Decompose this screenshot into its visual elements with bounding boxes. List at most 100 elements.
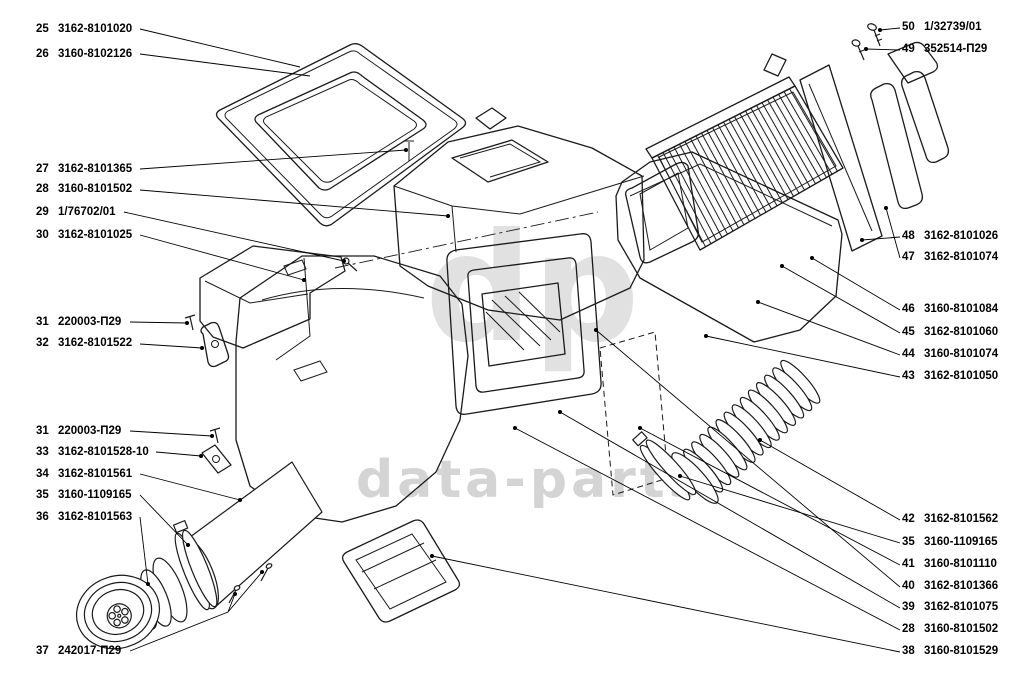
callout-part-number: 3160-8101084 bbox=[924, 303, 999, 315]
watermark-text: data-parts bbox=[356, 450, 704, 510]
callout-number: 33 bbox=[36, 446, 49, 458]
watermark: dp data-parts bbox=[356, 202, 704, 510]
callout-part-number: 3162-8101365 bbox=[58, 163, 133, 175]
callout-part-number: 3160-1109165 bbox=[924, 536, 998, 548]
callout-row: 25 3162-8101020 bbox=[36, 23, 132, 35]
callout-row: 34 3162-8101561 bbox=[36, 468, 132, 480]
callout-number: 45 bbox=[902, 326, 915, 338]
callout-part-number: 3160-8101529 bbox=[924, 645, 999, 657]
callout-number: 34 bbox=[36, 468, 49, 480]
callout-number: 36 bbox=[36, 511, 49, 523]
callout-number: 25 bbox=[36, 23, 49, 35]
callout-row: 43 3162-8101050 bbox=[902, 370, 998, 382]
callout-part-number: 3162-8101060 bbox=[924, 326, 999, 338]
screw-50 bbox=[867, 23, 883, 47]
callout-part-number: 1/76702/01 bbox=[58, 206, 116, 218]
callout-row: 50 1/32739/01 bbox=[902, 21, 982, 33]
callout-row: 29 1/76702/01 bbox=[36, 206, 116, 218]
callout-part-number: 3162-8101020 bbox=[58, 23, 133, 35]
callout-number: 44 bbox=[902, 348, 915, 360]
callout-row: 28 3160-8101502 bbox=[36, 183, 132, 195]
leader-lines bbox=[123, 27, 901, 653]
callout-part-number: 3162-8101366 bbox=[924, 580, 999, 592]
callout-part-number: 3160-8102126 bbox=[58, 48, 133, 60]
callout-row: 30 3162-8101025 bbox=[36, 229, 132, 241]
detail-lines bbox=[204, 50, 873, 610]
callout-number: 41 bbox=[902, 558, 915, 570]
callout-part-number: 3162-8101528-10 bbox=[58, 446, 149, 458]
callout-part-number: 3162-8101025 bbox=[58, 229, 133, 241]
callout-number: 48 bbox=[902, 230, 915, 242]
callout-number: 42 bbox=[902, 513, 915, 525]
callout-number: 37 bbox=[36, 645, 49, 657]
callout-number: 26 bbox=[36, 48, 49, 60]
callout-row: 28 3160-8101502 bbox=[902, 623, 998, 635]
callout-number: 40 bbox=[902, 580, 915, 592]
callout-row: 33 3162-8101528-10 bbox=[36, 446, 149, 458]
callout-part-number: 242017-П29 bbox=[58, 645, 122, 657]
callout-part-number: 3162-8101522 bbox=[58, 337, 133, 349]
callout-number: 35 bbox=[36, 489, 49, 501]
callout-number: 46 bbox=[902, 303, 915, 315]
callout-number: 35 bbox=[902, 536, 915, 548]
callout-part-number: 3160-8101074 bbox=[924, 348, 999, 360]
callout-part-number: 1/32739/01 bbox=[924, 21, 982, 33]
callout-number: 43 bbox=[902, 370, 915, 382]
callout-part-number: 3162-8101561 bbox=[58, 468, 133, 480]
callout-number: 31 bbox=[36, 425, 49, 437]
callout-row: 35 3160-1109165 bbox=[902, 536, 998, 548]
callout-row: 42 3162-8101562 bbox=[902, 513, 998, 525]
bolt-31-lower bbox=[209, 427, 221, 444]
callout-number: 49 bbox=[902, 43, 915, 55]
radiator-fins bbox=[657, 88, 838, 248]
callout-part-number: 3162-8101074 bbox=[924, 251, 999, 263]
callout-number: 28 bbox=[36, 183, 49, 195]
callout-number: 47 bbox=[902, 251, 915, 263]
foreground-parts bbox=[75, 23, 883, 650]
intake-end-cap bbox=[75, 574, 161, 650]
callout-row: 48 3162-8101026 bbox=[902, 230, 998, 242]
callout-row: 35 3160-1109165 bbox=[36, 489, 132, 501]
callout-number: 29 bbox=[36, 206, 49, 218]
callout-number: 50 bbox=[902, 21, 915, 33]
callout-row: 40 3162-8101366 bbox=[902, 580, 998, 592]
callout-row: 31 220003-П29 bbox=[36, 316, 121, 328]
callout-part-number: 3162-8101050 bbox=[924, 370, 999, 382]
pin-27 bbox=[404, 140, 414, 161]
corrugated-hose bbox=[671, 359, 821, 504]
callout-part-number: 220003-П29 bbox=[58, 316, 122, 328]
callout-number: 30 bbox=[36, 229, 49, 241]
callout-row: 38 3160-8101529 bbox=[902, 645, 998, 657]
callout-part-number: 3160-8101502 bbox=[58, 183, 133, 195]
callout-row: 37 242017-П29 bbox=[36, 645, 121, 657]
callout-row: 27 3162-8101365 bbox=[36, 163, 132, 175]
callout-number: 38 bbox=[902, 645, 915, 657]
callout-row: 49 352514-П29 bbox=[902, 43, 987, 55]
watermark-logo: dp bbox=[425, 202, 640, 376]
callout-part-number: 3162-8101075 bbox=[924, 601, 999, 613]
callout-number: 32 bbox=[36, 337, 49, 349]
callout-part-number: 3160-1109165 bbox=[58, 489, 132, 501]
callout-number: 31 bbox=[36, 316, 49, 328]
callout-part-number: 3160-8101502 bbox=[924, 623, 999, 635]
callout-row: 39 3162-8101075 bbox=[902, 601, 998, 613]
callout-row: 32 3162-8101522 bbox=[36, 337, 132, 349]
callout-number: 28 bbox=[902, 623, 915, 635]
callout-part-number: 3162-8101026 bbox=[924, 230, 999, 242]
callout-number: 39 bbox=[902, 601, 915, 613]
callout-row: 26 3160-8102126 bbox=[36, 48, 132, 60]
callout-part-number: 3162-8101562 bbox=[924, 513, 999, 525]
callout-part-number: 352514-П29 bbox=[924, 43, 988, 55]
callout-number: 27 bbox=[36, 163, 49, 175]
callout-part-number: 3162-8101563 bbox=[58, 511, 133, 523]
callout-row: 45 3162-8101060 bbox=[902, 326, 998, 338]
callout-part-number: 220003-П29 bbox=[58, 425, 122, 437]
center-axis-line bbox=[334, 211, 599, 269]
screw-37-b bbox=[260, 563, 273, 582]
screw-49 bbox=[851, 39, 865, 61]
hose-ribs bbox=[671, 359, 821, 504]
callout-row: 36 3162-8101563 bbox=[36, 511, 132, 523]
